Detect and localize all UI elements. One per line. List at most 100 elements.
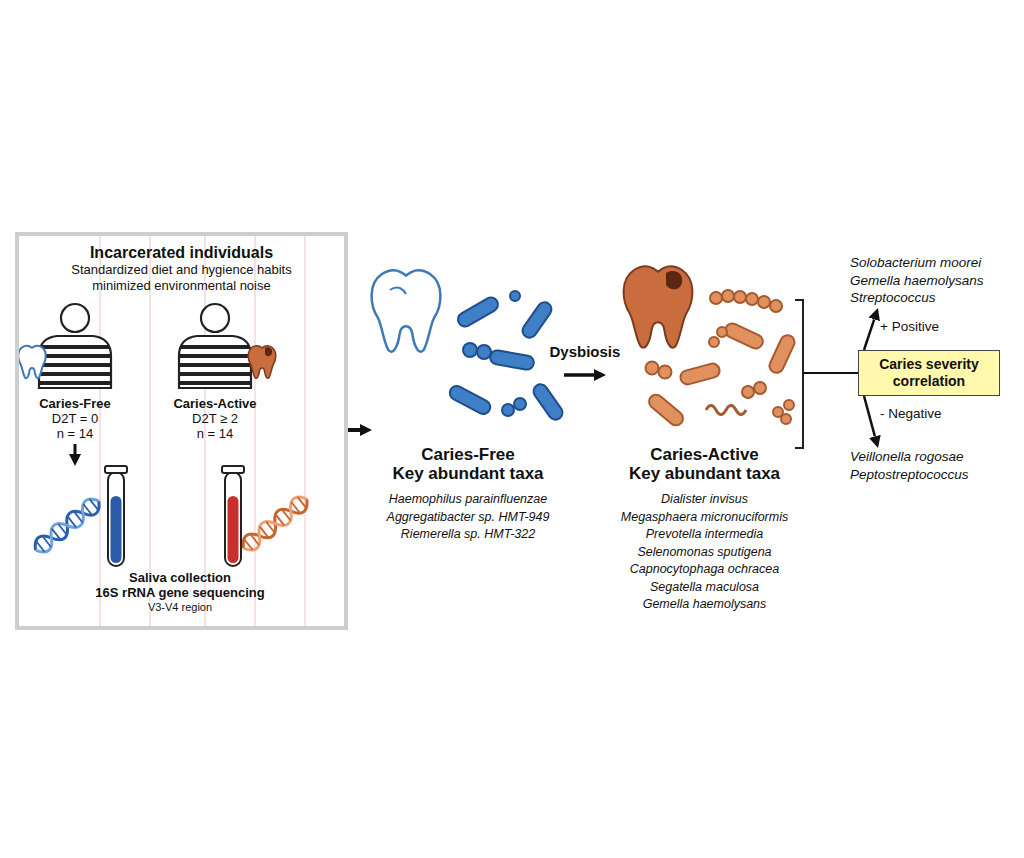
taxa-list: Solobacterium mooreiGemella haemolysansS… [850,254,1005,308]
cariogenic-bacteria [784,400,794,410]
healthy-bacteria [447,383,492,416]
cariogenic-bacteria [722,290,734,302]
taxon-name: Haemophilus parainfluenzae [372,491,564,509]
correlation-box: Caries severity correlation [858,350,1000,396]
dna-helix [58,524,67,535]
group-label: Caries-ActiveD2T ≥ 2n = 14 [165,396,265,444]
cariogenic-bacteria [770,300,782,312]
group-name: Caries-Active [165,396,265,411]
panel-stripes [254,236,256,626]
dna-helix [83,504,92,515]
flow-arrow [348,428,360,432]
edge-label: Dysbiosis [550,343,621,360]
healthy-bacteria [447,291,565,422]
group-stat: n = 14 [25,426,125,441]
bracket [795,300,803,448]
dna-helix [52,529,61,540]
taxa-group: Caries-FreeKey abundant taxaHaemophilus … [372,262,564,552]
cariogenic-bacteria [710,292,722,304]
person-icon [40,381,110,385]
cariogenic-bacteria [767,333,797,375]
taxon-name: Streptococcus [850,289,1005,307]
group-name: Caries-Free [25,396,125,411]
person-icon [201,304,229,332]
dna-helix [42,536,51,547]
bracket [795,300,803,448]
cariogenic-bacteria [646,362,659,375]
group-stat: n = 14 [165,426,265,441]
healthy-bacteria [510,291,520,301]
sample-tube [111,496,122,563]
sample-tube [105,466,127,473]
dna-helix [68,516,77,527]
healthy-bacteria [514,398,526,410]
decayed-tooth-icon [248,346,276,379]
dna-helix [31,494,104,556]
sample-tube [225,472,241,566]
method-label: Saliva collection16S rRNA gene sequencin… [20,466,340,622]
person-icon [41,345,109,349]
dna-helix [239,492,312,554]
taxon-name: Gemella haemolysans [606,596,803,614]
healthy-bacteria [520,300,554,341]
dna-helix [239,492,312,554]
taxon-name: Dialister invisus [606,491,803,509]
flow-arrow [864,319,874,350]
taxon-name: Selenomonas sputigena [606,544,803,562]
edge-label: + Positive [880,319,939,334]
sample-tube [222,466,244,566]
cariogenic-bacteria [781,414,791,424]
sample-tube [222,466,244,473]
cariogenic-bacteria [754,382,766,394]
panel-stripes [304,236,306,626]
cariogenic-bacteria [679,362,721,386]
person-icon [40,363,110,367]
taxa-list: Veillonella rogosaePeptostreptococcus [850,448,1005,484]
sample-tube [105,466,127,566]
healthy-bacteria [502,404,514,416]
dna-helix [36,499,98,552]
cariogenic-bacteria [723,321,765,351]
decayed-tooth [666,271,682,289]
decayed-tooth-icon [265,347,272,356]
region-text: V3-V4 region [20,600,340,614]
group-heading: Key abundant taxa [372,464,564,483]
person-icon [180,354,250,358]
panel-note: Standardized diet and hygience habits mi… [51,262,313,294]
person-icon [180,381,250,385]
taxon-name: Solobacterium moorei [850,254,1005,272]
box-text: Caries severity correlation [859,356,999,390]
group-heading: Key abundant taxa [606,464,803,483]
group-stat: D2T = 0 [25,411,125,426]
healthy-tooth [372,270,441,352]
cariogenic-bacteria [646,290,797,428]
person-icon [39,304,111,388]
flow-arrow [564,373,594,377]
panel-stripes [100,236,305,626]
sample-tube [108,472,124,566]
person-icon [40,354,110,358]
flow-arrow [74,444,77,454]
taxon-name: Peptostreptococcus [850,466,1005,484]
panel-stripes [149,236,151,626]
dna-helix [298,497,307,508]
decayed-tooth [624,266,693,348]
cariogenic-bacteria [706,406,746,415]
healthy-tooth [372,270,441,352]
taxon-name: Prevotella intermedia [606,526,803,544]
group-heading: Caries-Active [606,445,803,464]
dna-helix [260,527,269,538]
taxon-name: Megasphaera micronuciformis [606,509,803,527]
taxon-name: Capnocytophaga ochracea [606,561,803,579]
cariogenic-bacteria [717,327,727,337]
healthy-bacteria [531,382,565,423]
cariogenic-bacteria [742,386,754,398]
edge-label: - Negative [880,406,942,421]
dna-helix [276,514,285,525]
dna-helix [74,511,83,522]
person-icon [180,363,250,367]
sample-tube [228,496,239,563]
taxon-name: Riemerella sp. HMT-322 [372,526,564,544]
